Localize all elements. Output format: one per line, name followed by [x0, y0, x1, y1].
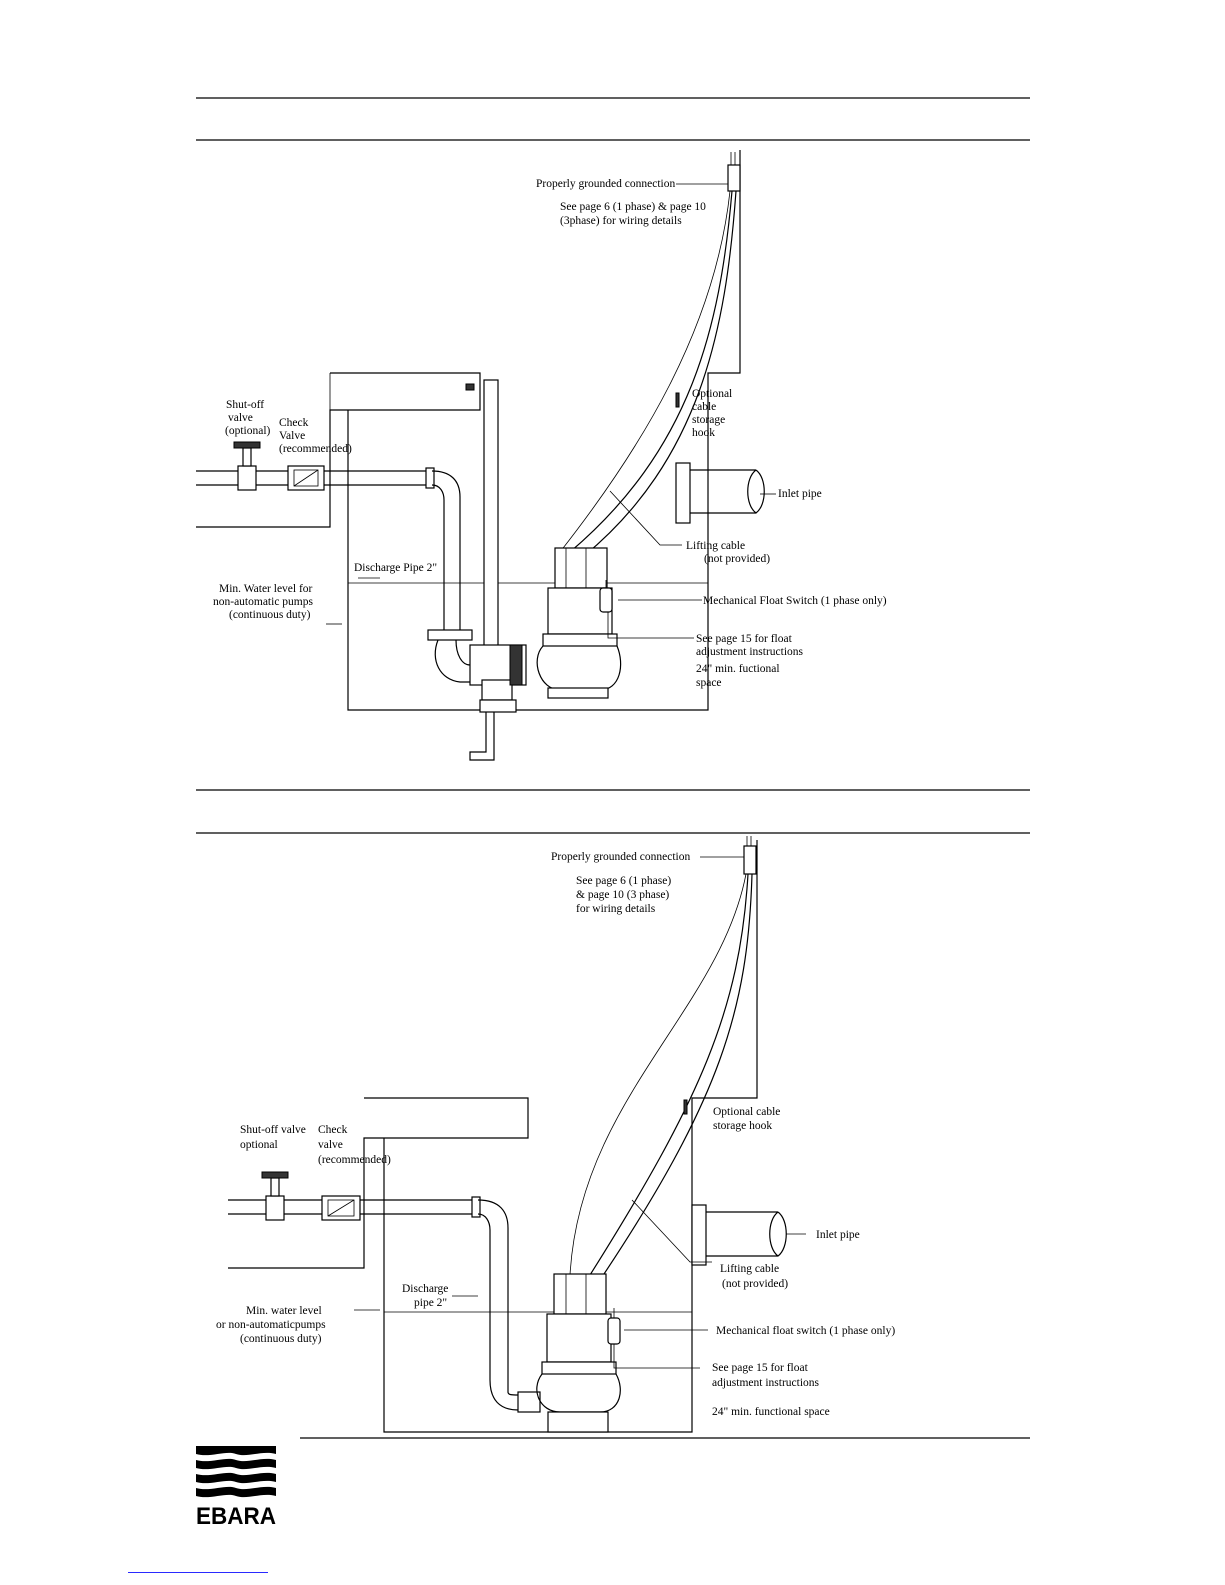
label-shutoff-2-2: optional — [240, 1139, 278, 1151]
label-shutoff-2: valve — [228, 412, 253, 424]
label-check-3: (recommended) — [279, 443, 352, 455]
label-check: Check — [279, 417, 309, 429]
label-water-level-2-2: or non-automaticpumps — [216, 1319, 326, 1331]
label-float-adjust-2-1: See page 15 for float — [712, 1362, 809, 1374]
label-hook: Optional — [692, 388, 732, 400]
inlet-pipe-2 — [706, 1211, 787, 1257]
label-shutoff-3: (optional) — [225, 425, 271, 437]
label-float-adjust: See page 15 for float — [696, 633, 793, 645]
check-valve — [287, 465, 325, 491]
label-discharge-pipe-2-2: pipe 2" — [414, 1297, 447, 1309]
label-lifting-cable-2-1: Lifting cable — [720, 1263, 779, 1275]
label-inlet-pipe-2: Inlet pipe — [816, 1229, 860, 1241]
floor-outline-left — [196, 372, 481, 528]
label-water-level-2-1: Min. water level — [246, 1305, 322, 1317]
check-valve-2 — [321, 1195, 361, 1221]
power-cable — [569, 190, 733, 553]
label-lifting-cable: Lifting cable — [686, 540, 745, 552]
submersible-pump-2 — [536, 1273, 621, 1433]
shutoff-valve-2 — [261, 1171, 289, 1221]
label-wiring-details: See page 6 (1 phase) & page 10 — [560, 201, 706, 213]
floor-outline-left-2 — [228, 1097, 529, 1269]
label-functional-space-2: space — [696, 677, 722, 689]
installation-diagram-1 — [196, 150, 776, 761]
power-cable-2 — [589, 873, 749, 1276]
label-shutoff: Shut-off — [226, 399, 264, 411]
label-hook-4: hook — [692, 427, 715, 439]
label-check-2: Valve — [279, 430, 305, 442]
label-grounded-connection-2: Properly grounded connection — [551, 851, 690, 863]
shutoff-valve — [233, 441, 261, 491]
label-water-level-2: non-automatic pumps — [213, 596, 313, 608]
installation-diagram-2 — [228, 836, 806, 1433]
guide-rail — [483, 379, 499, 651]
label-lifting-cable-2-2: (not provided) — [722, 1278, 788, 1290]
float-switch — [599, 587, 613, 613]
label-functional-space: 24" min. fuctional — [696, 663, 780, 675]
label-wiring-details-2b: & page 10 (3 phase) — [576, 889, 669, 901]
bottom-link-underline[interactable] — [128, 1572, 268, 1573]
label-wiring-details-2c: for wiring details — [576, 903, 656, 915]
grounded-connection-box — [727, 164, 741, 192]
label-float-adjust-2-2: adjustment instructions — [712, 1377, 820, 1389]
basin-outline — [347, 150, 741, 711]
logo-text: EBARA — [196, 1503, 276, 1530]
label-lifting-cable-2: (not provided) — [704, 553, 770, 565]
cable-hook-2 — [683, 1099, 688, 1115]
label-check-2-2: valve — [318, 1139, 343, 1151]
label-float-switch: Mechanical Float Switch (1 phase only) — [703, 595, 887, 607]
ebara-logo: EBARA — [196, 1446, 276, 1530]
label-wiring-details-cont: (3phase) for wiring details — [560, 215, 682, 227]
label-check-2-3: (recommended) — [318, 1154, 391, 1166]
label-hook-3: storage — [692, 414, 725, 426]
label-check-2-1: Check — [318, 1124, 348, 1136]
label-float-adjust-2: adjustment instructions — [696, 646, 804, 658]
label-wiring-details-2: See page 6 (1 phase) — [576, 875, 671, 887]
label-discharge-pipe: Discharge Pipe 2" — [354, 562, 437, 574]
cable-hook — [675, 392, 680, 408]
label-float-switch-2: Mechanical float switch (1 phase only) — [716, 1325, 895, 1337]
lifting-cable — [559, 190, 731, 553]
inlet-pipe — [690, 469, 765, 514]
label-discharge-pipe-2-1: Discharge — [402, 1283, 448, 1295]
label-hook-2: cable — [692, 401, 716, 413]
label-hook-2-1: Optional cable — [713, 1106, 780, 1118]
label-shutoff-2-1: Shut-off valve — [240, 1124, 306, 1136]
lifting-cable-2 — [569, 873, 747, 1276]
label-water-level-3: (continuous duty) — [229, 609, 311, 621]
label-water-level: Min. Water level for — [219, 583, 313, 595]
float-switch-2 — [607, 1317, 621, 1345]
label-hook-2-2: storage hook — [713, 1120, 772, 1132]
label-inlet-pipe: Inlet pipe — [778, 488, 822, 500]
grounded-connection-box-2 — [743, 845, 757, 875]
label-water-level-2-3: (continuous duty) — [240, 1333, 322, 1345]
label-functional-space-2: 24" min. functional space — [712, 1406, 830, 1418]
label-grounded-connection: Properly grounded connection — [536, 178, 675, 190]
